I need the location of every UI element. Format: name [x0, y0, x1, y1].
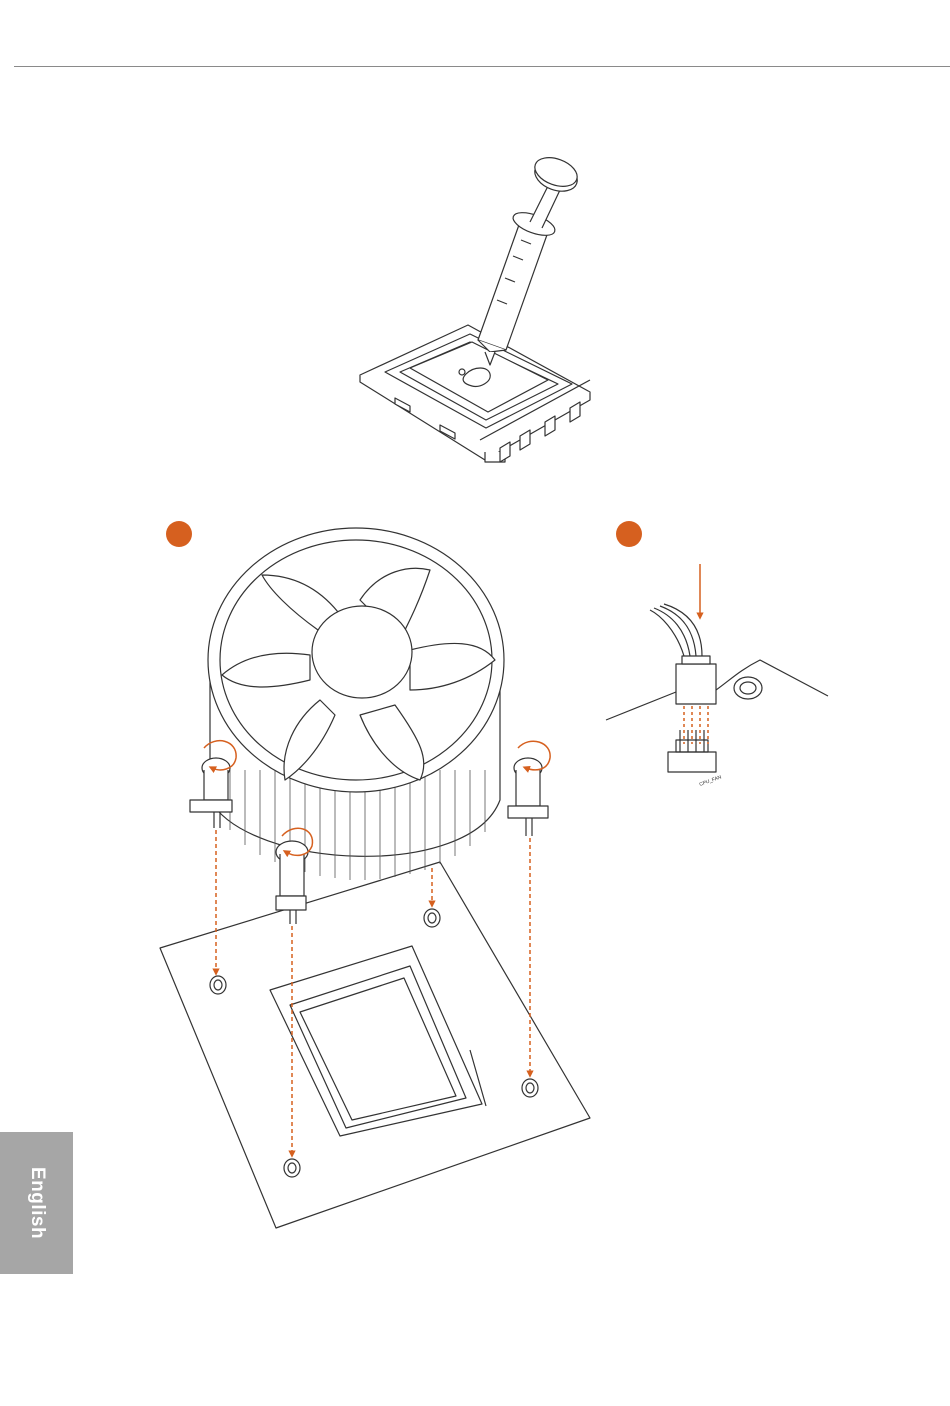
thermal-paste-figure	[360, 152, 590, 462]
connector-label: CPU_FAN	[699, 774, 723, 788]
language-label: English	[26, 1167, 48, 1239]
cooler-install-figure	[160, 528, 590, 1228]
step-1-marker	[166, 521, 192, 547]
step-2-marker	[616, 521, 642, 547]
language-tab: English	[0, 1132, 73, 1274]
fan-connector-figure	[606, 604, 828, 772]
